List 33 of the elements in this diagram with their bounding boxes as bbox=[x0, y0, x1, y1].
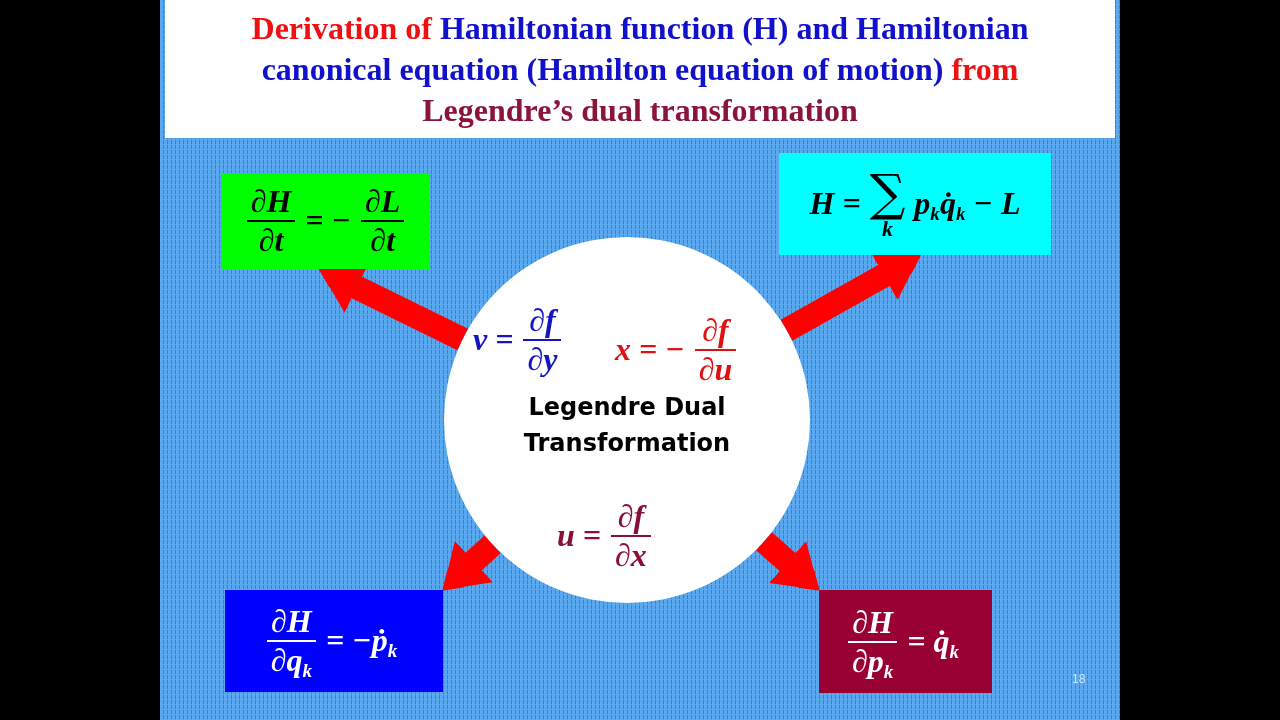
equation-term: = −ṗ$_{k}$ bbox=[326, 623, 398, 659]
equation-box bbox=[779, 153, 1051, 255]
fraction-denominator: ∂q$_{k}$ bbox=[269, 643, 314, 678]
equation-term: v = bbox=[473, 321, 514, 358]
equation-term: = − bbox=[305, 203, 351, 239]
arrow bbox=[442, 535, 501, 591]
equation-term: p$_{k}$q̇$_{k}$ − L bbox=[914, 186, 1021, 222]
page-number: 18 bbox=[1072, 672, 1086, 686]
fraction-denominator: ∂x bbox=[614, 537, 648, 573]
slide-title: Derivation of Hamiltonian function (H) and Hamiltonian canonical equation (Hamilton equation of motion) from Legendre’s dual transformation bbox=[250, 8, 1030, 130]
fraction-denominator: ∂y bbox=[526, 341, 559, 377]
equation-box bbox=[225, 590, 443, 692]
arrow bbox=[756, 532, 820, 591]
fraction-numerator: ∂H bbox=[270, 604, 314, 639]
equation-box bbox=[819, 590, 992, 693]
fraction-numerator: ∂f bbox=[698, 313, 733, 348]
circle-label: Legendre Dual Transformation bbox=[522, 392, 732, 459]
equation-term: x = − bbox=[615, 331, 685, 368]
summation-sign: ∑ bbox=[869, 168, 906, 218]
title-band bbox=[165, 0, 1115, 138]
fraction-numerator: ∂L bbox=[364, 184, 402, 219]
equation-term: H = bbox=[809, 186, 861, 222]
fraction-denominator: ∂t bbox=[257, 223, 285, 258]
equation-box bbox=[221, 173, 430, 269]
fraction-denominator: ∂u bbox=[697, 351, 734, 387]
fraction-numerator: ∂H bbox=[851, 604, 895, 640]
fraction-numerator: ∂f bbox=[525, 303, 560, 338]
equation-term: = q̇$_{k}$ bbox=[907, 623, 960, 660]
fraction-denominator: ∂p$_{k}$ bbox=[850, 643, 895, 679]
fraction-numerator: ∂H bbox=[249, 184, 293, 219]
fraction-numerator: ∂f bbox=[616, 499, 648, 534]
equation-term: u = bbox=[557, 517, 602, 554]
fraction-denominator: ∂t bbox=[369, 223, 397, 258]
